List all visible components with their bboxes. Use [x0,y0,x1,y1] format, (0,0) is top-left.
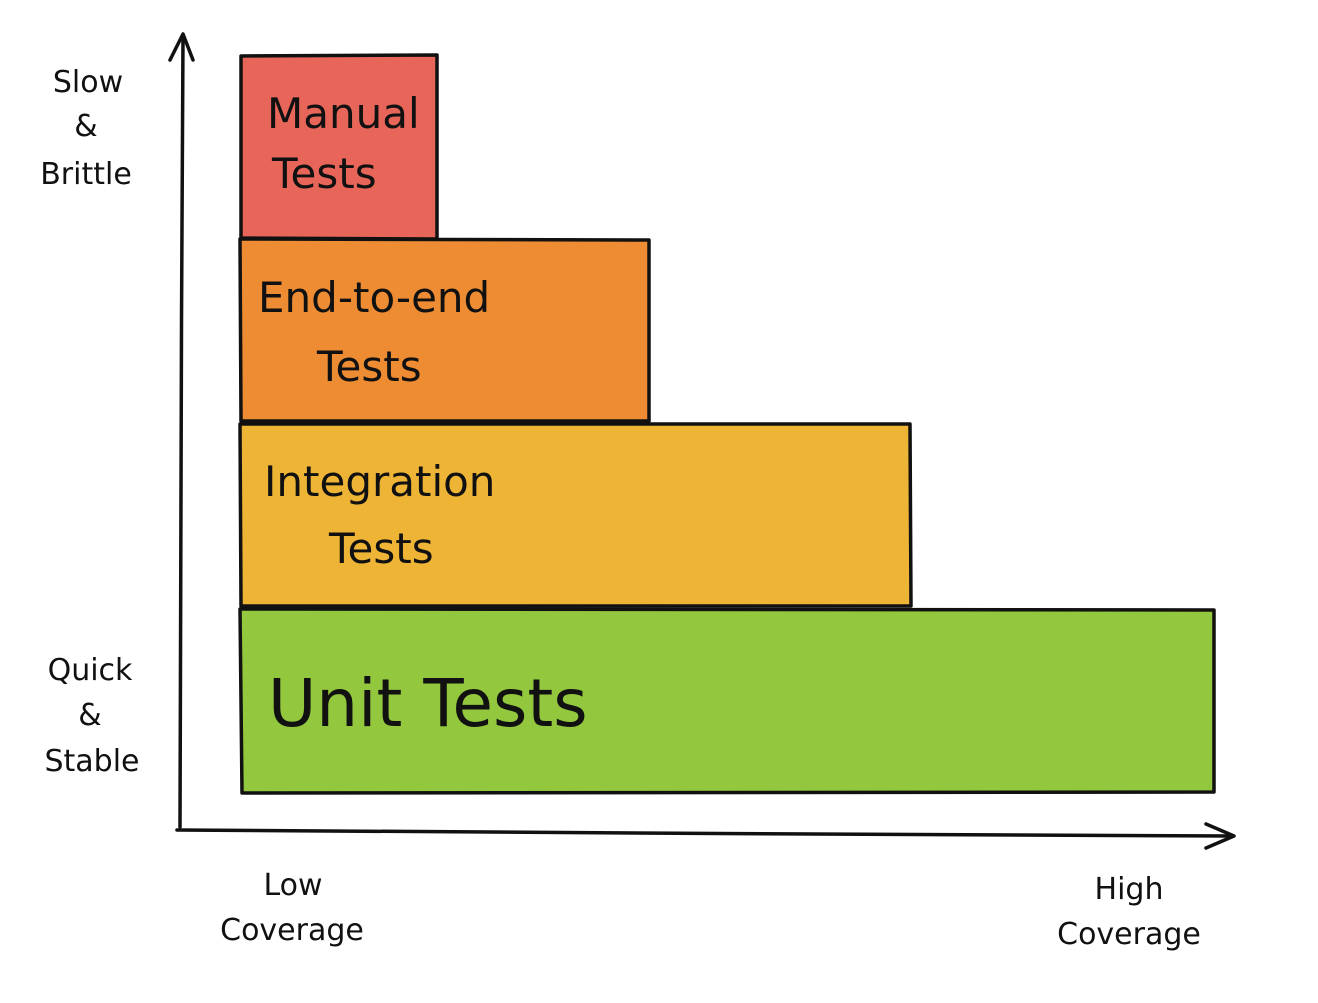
x-left-label-line-1: Low [263,868,322,903]
x-axis-right-label: High Coverage [1057,872,1201,952]
x-axis-line [175,828,1235,838]
y-top-label-line-1: Slow [53,65,123,100]
unit-tests-box [238,607,1216,795]
end-to-end-tests-box [238,237,651,423]
integration-tests-box [238,422,913,608]
x-left-label-line-2: Coverage [220,913,364,948]
y-top-label-line-2: & [74,109,97,144]
manual-tests-label-line-2: Tests [271,149,377,198]
unit-tests-label: Unit Tests [268,665,588,742]
y-bottom-label-line-1: Quick [48,653,133,688]
integration-tests-label-line-1: Integration [264,457,495,506]
y-bottom-label-line-2: & [78,698,101,733]
y-bottom-label-line-3: Stable [44,744,139,779]
layer-labels: Manual Tests End-to-end Tests Integratio… [258,89,588,742]
integration-tests-label-line-2: Tests [328,524,434,573]
axes [168,32,1236,850]
end-to-end-tests-label-line-1: End-to-end [258,273,490,322]
x-right-label-line-1: High [1095,872,1164,907]
layers [238,53,1216,795]
end-to-end-tests-label-line-2: Tests [316,342,422,391]
x-axis-left-label: Low Coverage [220,868,364,948]
manual-tests-box [239,53,439,241]
x-axis-arrowhead [1204,822,1236,850]
y-axis-top-label: Slow & Brittle [40,65,132,192]
y-axis-arrowhead [168,32,195,62]
y-top-label-line-3: Brittle [40,157,132,192]
x-right-label-line-2: Coverage [1057,917,1201,952]
y-axis-line [178,36,185,829]
y-axis-bottom-label: Quick & Stable [44,653,139,779]
manual-tests-label-line-1: Manual [267,89,420,138]
